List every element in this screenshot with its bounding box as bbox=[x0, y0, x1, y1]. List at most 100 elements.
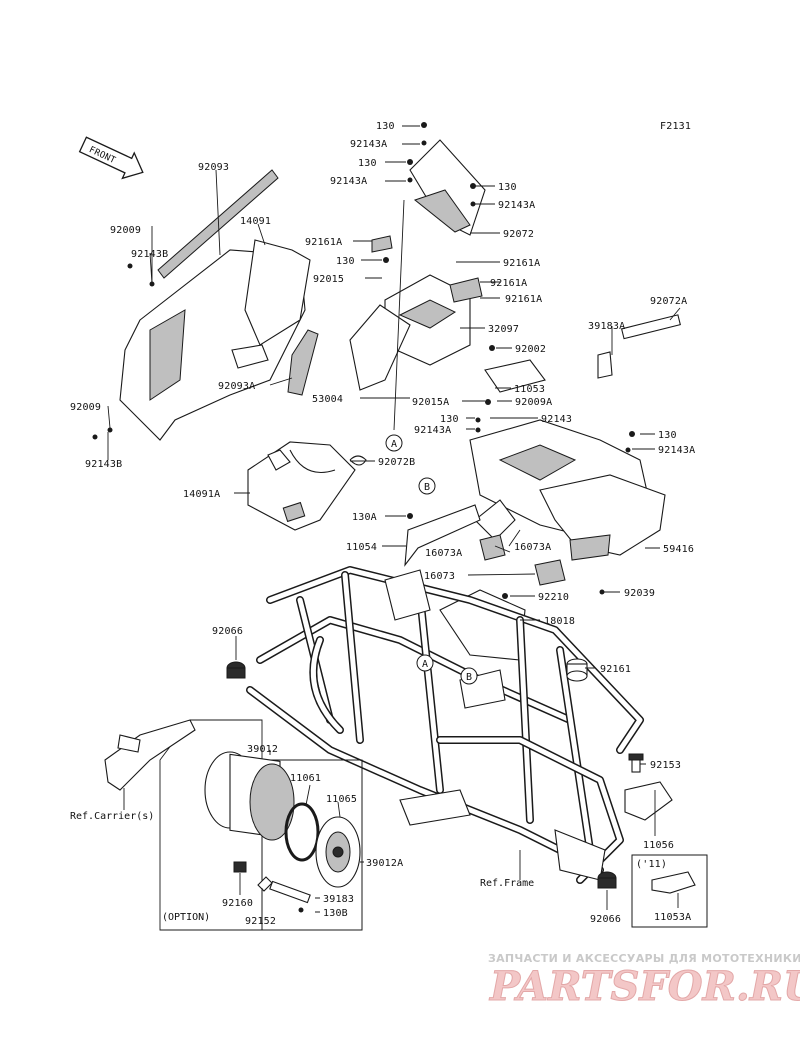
winch-drum-39012 bbox=[204, 751, 295, 841]
bracket-11053a bbox=[651, 871, 696, 894]
callout-labels: 130 92143A 130 92143A 130 92143A 92072 9… bbox=[70, 121, 695, 927]
callout-130: 130 bbox=[336, 256, 355, 267]
svg-text:B: B bbox=[466, 672, 472, 683]
callout-16073a: 16073A bbox=[425, 548, 462, 559]
ref-carrier-label: Ref.Carrier(s) bbox=[70, 811, 154, 822]
callout-92210: 92210 bbox=[538, 592, 569, 603]
callout-92093a: 92093A bbox=[218, 381, 255, 392]
callout-92143a: 92143A bbox=[414, 425, 451, 436]
rear-fender-assembly bbox=[119, 169, 319, 441]
callout-92072a: 92072A bbox=[650, 296, 687, 307]
callout-11056: 11056 bbox=[643, 840, 674, 851]
marker-a-lower: A bbox=[416, 654, 434, 672]
callout-11061: 11061 bbox=[290, 773, 321, 784]
svg-text:B: B bbox=[424, 482, 430, 493]
callout-92002: 92002 bbox=[515, 344, 546, 355]
callout-32097: 32097 bbox=[488, 324, 519, 335]
callout-18018: 18018 bbox=[544, 616, 575, 627]
callout-39183: 39183 bbox=[323, 894, 354, 905]
callout-92161a: 92161A bbox=[305, 237, 342, 248]
callout-14091: 14091 bbox=[240, 216, 271, 227]
callout-inset-year: ('11) bbox=[636, 859, 667, 870]
callout-130: 130 bbox=[658, 430, 677, 441]
rear-box-assembly bbox=[469, 314, 681, 561]
callout-92160: 92160 bbox=[222, 898, 253, 909]
watermark-tagline: ЗАПЧАСТИ И АКСЕССУАРЫ ДЛЯ МОТОТЕХНИКИ bbox=[488, 952, 800, 965]
grommet-92161 bbox=[566, 658, 588, 682]
site-watermark: ЗАПЧАСТИ И АКСЕССУАРЫ ДЛЯ МОТОТЕХНИКИ PA… bbox=[488, 952, 800, 1011]
grommet-92066-rear bbox=[597, 871, 617, 889]
callout-130: 130 bbox=[376, 121, 395, 132]
callout-92072: 92072 bbox=[503, 229, 534, 240]
callout-92161a: 92161A bbox=[490, 278, 527, 289]
callout-59416: 59416 bbox=[663, 544, 694, 555]
callout-92143a: 92143A bbox=[658, 445, 695, 456]
inset-2011-box bbox=[631, 854, 708, 928]
battery-case-32097 bbox=[349, 235, 483, 391]
callout-11054: 11054 bbox=[346, 542, 377, 553]
callout-92009: 92009 bbox=[70, 402, 101, 413]
callout-92143a: 92143A bbox=[330, 176, 367, 187]
callout-39012: 39012 bbox=[247, 744, 278, 755]
callout-92161: 92161 bbox=[600, 664, 631, 675]
callout-92143a: 92143A bbox=[498, 200, 535, 211]
callout-92153: 92153 bbox=[650, 760, 681, 771]
callout-92009a: 92009A bbox=[515, 397, 552, 408]
plate-39183 bbox=[269, 880, 311, 904]
grommet-92066-front bbox=[226, 661, 246, 679]
marker-b-lower: B bbox=[460, 667, 478, 685]
callout-39183a: 39183A bbox=[588, 321, 625, 332]
callout-92066: 92066 bbox=[212, 626, 243, 637]
callout-130b: 130B bbox=[323, 908, 348, 919]
callout-92072b: 92072B bbox=[378, 457, 415, 468]
callout-92161a: 92161A bbox=[505, 294, 542, 305]
callout-92143b: 92143B bbox=[131, 249, 168, 260]
plate-16073a bbox=[479, 534, 506, 561]
callout-11065: 11065 bbox=[326, 794, 357, 805]
callout-130: 130 bbox=[358, 158, 377, 169]
callout-92143b: 92143B bbox=[85, 459, 122, 470]
nut-92160 bbox=[233, 861, 247, 873]
svg-text:A: A bbox=[422, 659, 428, 670]
winch-option-group bbox=[159, 719, 363, 931]
callout-53004: 53004 bbox=[312, 394, 343, 405]
bracket-92072 bbox=[409, 139, 486, 236]
ref-frame-label: Ref.Frame bbox=[480, 878, 534, 889]
callout-92015: 92015 bbox=[313, 274, 344, 285]
callout-130: 130 bbox=[440, 414, 459, 425]
figure-id: F2131 bbox=[660, 121, 691, 132]
callout-11053a: 11053A bbox=[654, 912, 691, 923]
bolt-icons bbox=[92, 122, 635, 913]
callout-16073a: 16073A bbox=[514, 542, 551, 553]
option-label: (OPTION) bbox=[162, 912, 210, 923]
front-direction-arrow: FRONT bbox=[78, 136, 144, 180]
svg-text:A: A bbox=[391, 439, 397, 450]
callout-92152: 92152 bbox=[245, 916, 276, 927]
callout-92009: 92009 bbox=[110, 225, 141, 236]
main-frame bbox=[246, 566, 644, 884]
callout-16073: 16073 bbox=[424, 571, 455, 582]
plate-11056 bbox=[624, 781, 673, 821]
bracket-11054 bbox=[404, 504, 481, 567]
ring-11061 bbox=[284, 802, 320, 862]
clip-92072b bbox=[349, 455, 367, 466]
cover-11065 bbox=[315, 816, 361, 888]
callout-14091a: 14091A bbox=[183, 489, 220, 500]
callout-92161a: 92161A bbox=[503, 258, 540, 269]
callout-92143: 92143 bbox=[541, 414, 572, 425]
callout-39012a: 39012A bbox=[366, 858, 403, 869]
callout-92066: 92066 bbox=[590, 914, 621, 925]
leader-lines bbox=[107, 125, 681, 913]
callout-92039: 92039 bbox=[624, 588, 655, 599]
callout-11053: 11053 bbox=[514, 384, 545, 395]
callout-92143a: 92143A bbox=[350, 139, 387, 150]
bolt-92153 bbox=[628, 753, 644, 773]
callout-92093: 92093 bbox=[198, 162, 229, 173]
marker-a-upper: A bbox=[385, 434, 403, 452]
callout-130a: 130A bbox=[352, 512, 377, 523]
callout-130: 130 bbox=[498, 182, 517, 193]
carrier-bracket bbox=[104, 719, 196, 791]
marker-b-upper: B bbox=[418, 477, 436, 495]
watermark-logo: PARTSFOR.RU bbox=[489, 963, 800, 1010]
